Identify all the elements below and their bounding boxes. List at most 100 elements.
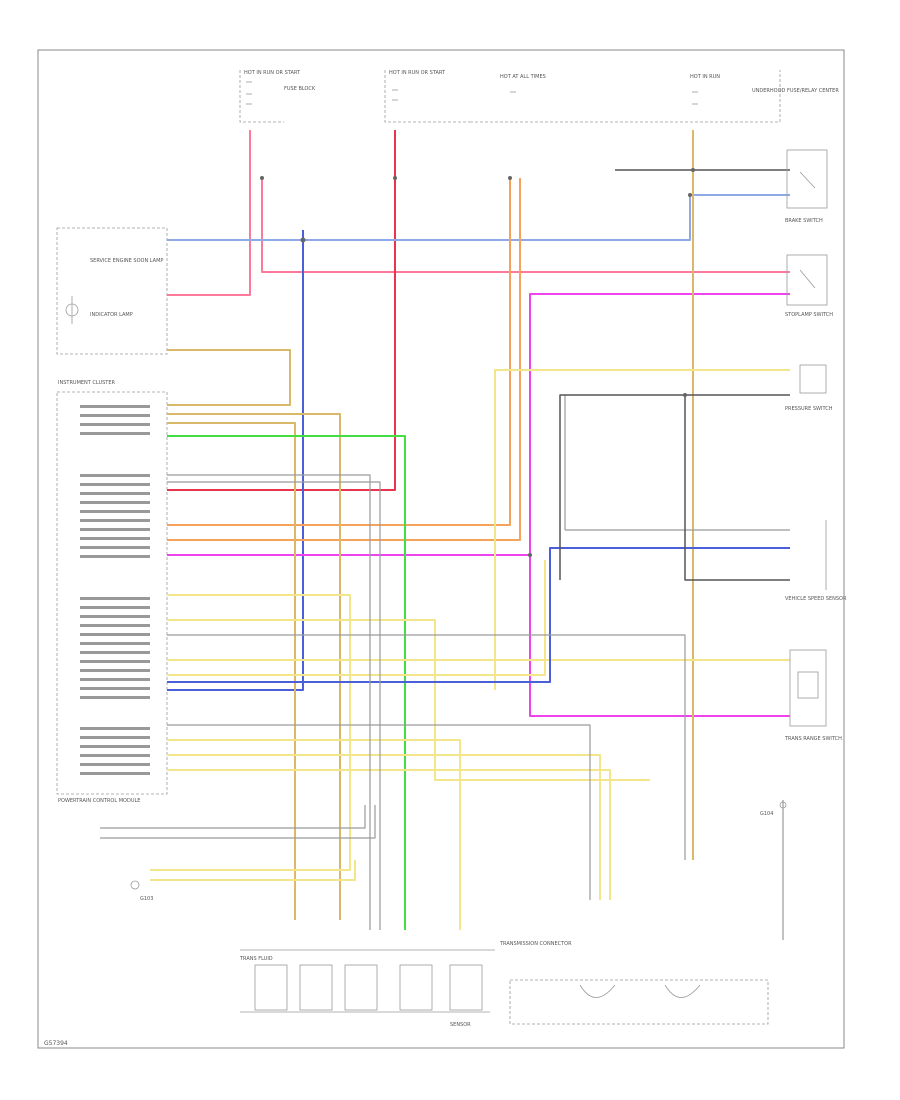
wire-harness — [100, 130, 790, 940]
splice-4 — [508, 176, 512, 180]
solenoid-a-box — [254, 964, 288, 1011]
fuse-block-left — [239, 70, 284, 123]
wire-red-pcm — [167, 130, 396, 491]
connector-arc-2 — [664, 984, 701, 998]
pin-row-6 — [80, 483, 150, 486]
wire-gray-4 — [167, 724, 591, 900]
pin-row-28 — [80, 736, 150, 739]
wire-blue-module — [167, 230, 304, 691]
wire-pink-brake — [261, 178, 790, 273]
wire-gray-6 — [100, 805, 376, 839]
splice-7 — [528, 553, 532, 557]
brake-switch-contact — [799, 171, 816, 189]
top-fuse-blocks: HOT IN RUN OR START FUSE BLOCK HOT IN RU… — [239, 70, 839, 123]
pcm-box — [56, 391, 168, 795]
splice-1 — [260, 176, 264, 180]
connector-label: TRANSMISSION CONNECTOR — [499, 941, 572, 947]
pin-row-19 — [80, 633, 150, 636]
brake-switch-label: BRAKE SWITCH — [785, 218, 823, 224]
diagram-frame — [37, 49, 845, 1049]
ground-left-label: G103 — [140, 896, 153, 902]
pin-row-16 — [80, 606, 150, 609]
wire-gray-2 — [167, 481, 381, 930]
wire-yellow-7 — [167, 769, 611, 900]
pressure-switch-box — [799, 364, 827, 394]
ground-right-icon — [779, 801, 787, 809]
pin-row-13 — [80, 546, 150, 549]
pin-row-12 — [80, 537, 150, 540]
vss-label: VEHICLE SPEED SENSOR — [785, 596, 847, 602]
wire-tan-3 — [167, 422, 296, 920]
wire-dark-2 — [559, 394, 790, 580]
indicator-lamp-label: INDICATOR LAMP — [90, 312, 133, 318]
sensor-label: SENSOR — [450, 1022, 471, 1028]
pin-row-4 — [80, 432, 150, 435]
pin-row-23 — [80, 669, 150, 672]
range-switch-inner — [797, 671, 819, 699]
footer-code: G57394 — [44, 1040, 68, 1047]
pin-row-7 — [80, 492, 150, 495]
ground-right-label: G104 — [760, 811, 773, 817]
underhood-relay-label: UNDERHOOD FUSE/RELAY CENTER — [752, 88, 839, 94]
right-components: BRAKE SWITCH STOPLAMP SWITCH PRESSURE SW… — [784, 149, 847, 742]
wire-dark-3 — [684, 395, 790, 581]
splice-points — [260, 168, 695, 557]
pin-row-22 — [80, 660, 150, 663]
wire-yellow-top — [494, 369, 790, 690]
wire-yellow-8 — [150, 860, 356, 881]
pin-row-25 — [80, 687, 150, 690]
pin-row-32 — [80, 772, 150, 775]
fuse-block-right-label: HOT AT ALL TIMES — [500, 74, 546, 80]
pin-row-24 — [80, 678, 150, 681]
wire-gray-1 — [167, 474, 371, 930]
fuse-block-right — [470, 70, 781, 123]
wire-green — [167, 435, 406, 930]
pin-row-5 — [80, 474, 150, 477]
wire-yellow-3 — [150, 594, 351, 871]
wire-lightblue-brake — [167, 194, 790, 241]
pressure-switch-label: PRESSURE SWITCH — [785, 406, 833, 412]
wire-pink-service-lamp — [167, 130, 251, 296]
splice-5 — [688, 193, 692, 197]
pin-row-10 — [80, 519, 150, 522]
splice-3 — [393, 176, 397, 180]
range-switch-label: TRANS RANGE SWITCH — [784, 736, 842, 742]
pin-row-21 — [80, 651, 150, 654]
instrument-cluster-label: INSTRUMENT CLUSTER — [58, 380, 116, 386]
sensor-box — [449, 964, 483, 1011]
pcm-pin-rows — [80, 405, 150, 775]
fuse-block-mid-label: HOT IN RUN OR START — [389, 70, 446, 76]
wire-orange-1 — [167, 178, 511, 526]
ground-left-icon — [130, 880, 140, 890]
transmission-label: TRANS FLUID — [239, 956, 273, 962]
range-switch-box — [789, 649, 827, 727]
stoplamp-switch-box — [786, 254, 828, 306]
solenoid-d-box — [399, 964, 433, 1011]
wire-yellow-4 — [167, 619, 650, 781]
fuse-block-left-label: HOT IN RUN OR START — [244, 70, 301, 76]
instrument-cluster-box — [56, 227, 168, 355]
splice-2 — [300, 237, 306, 243]
fuse-block-mid — [384, 70, 470, 123]
wire-tan-2 — [167, 413, 341, 920]
wire-magenta-pressure — [529, 293, 790, 717]
fuse-block-left-detail: FUSE BLOCK — [284, 86, 316, 92]
pin-row-11 — [80, 528, 150, 531]
pin-row-8 — [80, 501, 150, 504]
wire-gray-3 — [167, 634, 686, 860]
hot-in-run-label: HOT IN RUN — [690, 74, 720, 80]
transmission-connector-box — [509, 979, 769, 1025]
connector-arc-1 — [579, 984, 616, 998]
service-lamp-label: SERVICE ENGINE SOON LAMP — [90, 258, 163, 264]
stoplamp-switch-label: STOPLAMP SWITCH — [785, 312, 833, 318]
wire-yellow-5 — [167, 739, 461, 930]
pin-row-15 — [80, 597, 150, 600]
wire-yellow-6 — [167, 754, 601, 900]
splice-6 — [691, 168, 695, 172]
wire-blue-lower — [167, 547, 790, 683]
brake-switch-box — [786, 149, 828, 209]
solenoid-b-box — [299, 964, 333, 1011]
wire-yellow-2 — [167, 560, 546, 676]
pin-row-29 — [80, 745, 150, 748]
